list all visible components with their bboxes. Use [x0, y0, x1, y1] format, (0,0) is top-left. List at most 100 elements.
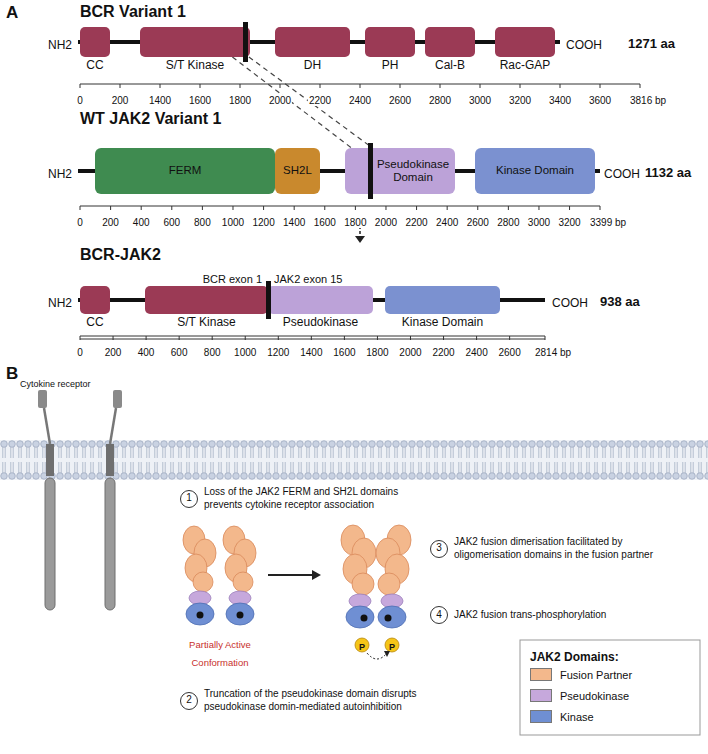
axis-number: 3399 bp: [589, 217, 627, 228]
axis-line: [80, 339, 545, 340]
axis-tick: [311, 336, 312, 340]
axis-number: 3200: [508, 95, 532, 106]
domain-box: Rac-GAP: [495, 27, 555, 73]
callout-circle: 3: [430, 540, 448, 558]
domain-shape: [275, 27, 350, 57]
axis-number: 2600: [388, 95, 412, 106]
axis-tick: [480, 84, 481, 88]
label-holder: 1400: [282, 212, 306, 230]
axis-tick: [141, 206, 142, 210]
receptor-head: [38, 390, 47, 408]
legend-swatch: [530, 689, 552, 702]
legend-text: Pseudokinase: [560, 690, 629, 702]
domain-label: CC: [86, 59, 103, 73]
label-holder: 1800: [365, 342, 389, 360]
axis-number: 2600: [466, 217, 490, 228]
callout-text: JAK2 fusion trans-phosphorylation: [454, 609, 684, 622]
fusion-arrow: [359, 226, 361, 237]
axis-number: 2400: [348, 95, 372, 106]
axis-number: 2400: [464, 347, 488, 358]
label-holder: 3399 bp: [589, 212, 627, 230]
axis-number: 1600: [188, 95, 212, 106]
domain-box: Kinase Domain: [475, 148, 595, 194]
label-holder: P: [359, 636, 365, 654]
callout-circle: 1: [180, 490, 198, 508]
heading: JAK2 Domains:: [530, 650, 619, 664]
label-holder: 2600: [466, 212, 490, 230]
label-holder: BCR Variant 1: [80, 3, 186, 21]
label-holder: B: [6, 364, 18, 384]
label-holder: 3000: [527, 212, 551, 230]
axis-tick: [80, 84, 81, 88]
label-holder: Cytokine receptor: [20, 373, 91, 391]
label-holder: 1271 aa: [628, 34, 675, 52]
annotation: NH2: [48, 296, 72, 310]
domain-label: Pseudokinase: [283, 316, 358, 330]
axis-tick: [80, 336, 81, 340]
annotation: COOH: [604, 167, 640, 181]
legend-text: Fusion Partner: [560, 669, 632, 681]
callout-number: 4: [436, 609, 442, 622]
label-holder: 0: [76, 90, 84, 108]
receptor-head: [113, 390, 122, 408]
annotation: COOH: [552, 296, 588, 310]
axis-tick: [560, 84, 561, 88]
domain-shape: [385, 286, 500, 314]
active-site: [237, 612, 244, 619]
label-holder: COOH: [552, 293, 588, 311]
axis-number: 1400: [148, 95, 172, 106]
callout-text: Truncation of the pseudokinase domain di…: [204, 688, 444, 713]
label-holder: 2400: [464, 342, 488, 360]
axis-tick: [240, 84, 241, 88]
label-holder: 400: [137, 342, 156, 360]
domain-label: Rac-GAP: [500, 59, 551, 73]
callout-circle: 4: [430, 606, 448, 624]
zoom-connector: [232, 57, 351, 148]
axis-tick: [520, 84, 521, 88]
axis-number: 0: [76, 95, 84, 106]
label-holder: A: [6, 3, 18, 23]
jak2-fusion-monomer: [183, 526, 216, 625]
domain-box: CC: [80, 27, 110, 73]
legend-box: [520, 640, 700, 735]
domain-shape: [365, 27, 415, 57]
axis-number: 200: [104, 347, 123, 358]
heading: 938 aa: [600, 294, 640, 309]
label-holder: 2200: [404, 212, 428, 230]
cell-membrane: [0, 440, 708, 480]
label-holder: 1200: [266, 342, 290, 360]
label-holder: 3200: [508, 90, 532, 108]
annotation: COOH: [566, 38, 602, 52]
receptor-tail: [105, 478, 115, 610]
axis-tick: [545, 336, 546, 340]
axis-number: 600: [170, 347, 189, 358]
axis-number: 200: [111, 95, 130, 106]
axis-tick: [146, 336, 147, 340]
callout-text: JAK2 fusion dimerisation facilitated by …: [454, 536, 689, 561]
label-holder: 2814 bp: [534, 342, 572, 360]
axis-number: 1800: [365, 347, 389, 358]
domain-box: Pseudokinase: [268, 286, 373, 330]
label-holder: 2600: [498, 342, 522, 360]
legend-row: Kinase: [530, 710, 594, 723]
domain-box: Pseudokinase Domain: [345, 148, 455, 194]
jak2-fusion-monomer: [341, 525, 376, 628]
axis-number: 2600: [498, 347, 522, 358]
label-holder: NH2: [48, 164, 72, 182]
fusion-partner: [193, 572, 213, 592]
heading: P: [389, 642, 395, 652]
annotation: NH2: [48, 167, 72, 181]
axis-tick: [447, 206, 448, 210]
axis-number: 3816 bp: [629, 95, 667, 106]
label-holder: 3000: [468, 90, 492, 108]
label-holder: 0: [76, 212, 84, 230]
callout-item: 4 JAK2 fusion trans-phosphorylation: [430, 606, 684, 624]
protein-backbone: [78, 169, 600, 173]
heading: P: [359, 642, 365, 652]
protein-backbone: [78, 40, 560, 44]
axis-tick: [509, 336, 510, 340]
label-holder: NH2: [48, 35, 72, 53]
